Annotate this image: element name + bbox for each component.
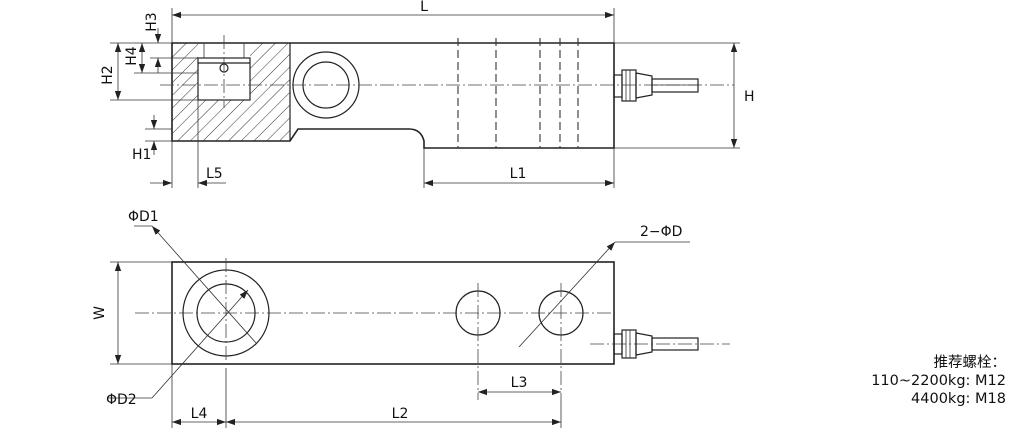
dim-l2-label: L2 [392, 406, 409, 422]
top-view: ΦD1 ΦD2 2−ΦD W L3 L4 L2 [92, 209, 730, 428]
cable-gland-top [590, 329, 730, 359]
dim-h3-label: H3 [144, 12, 160, 31]
note-line-2: 4400kg: M18 [911, 391, 1006, 407]
bolt-recommendation-note: 推荐螺栓： 110~2200kg: M12 4400kg: M18 [871, 354, 1006, 408]
dim-l-label: L [420, 0, 428, 15]
dim-h1-label: H1 [132, 147, 151, 163]
note-line-1: 110~2200kg: M12 [871, 373, 1006, 389]
note-title: 推荐螺栓： [933, 355, 1007, 371]
cable-gland-side [613, 69, 699, 102]
dim-h-label: H [744, 89, 755, 105]
section-hatch [172, 43, 290, 141]
side-view: L H H3 H4 H2 H1 L5 [100, 0, 755, 188]
dim-l5-label: L5 [206, 166, 223, 182]
dim-d1-label: ΦD1 [128, 209, 159, 225]
dim-w-label: W [92, 306, 108, 320]
dim-l3-label: L3 [511, 375, 528, 391]
dim-h2-label: H2 [100, 65, 116, 84]
dim-l4-label: L4 [191, 406, 208, 422]
dim-d2-label: ΦD2 [106, 392, 137, 408]
dim-d-label: 2−ΦD [640, 224, 682, 240]
dim-l1-label: L1 [510, 166, 527, 182]
dim-h4-label: H4 [124, 46, 140, 66]
top-body-outline [171, 261, 615, 365]
